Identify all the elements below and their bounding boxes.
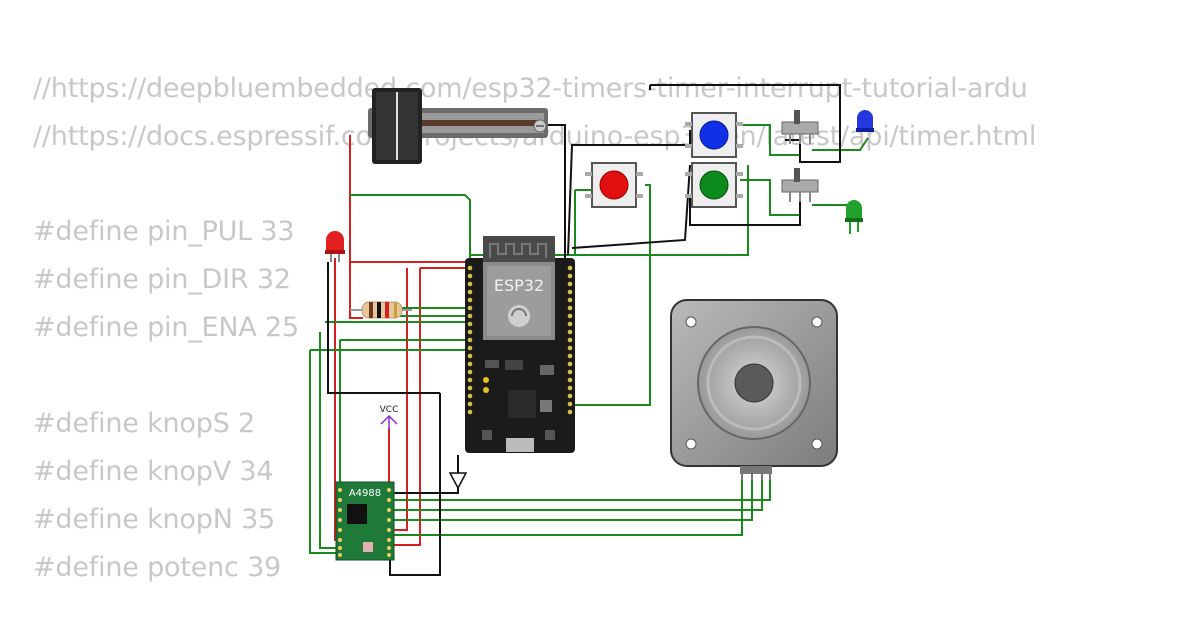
code-line-4: #define pin_PUL 33 xyxy=(33,216,295,247)
led-red xyxy=(325,231,345,262)
green-wires xyxy=(309,124,869,554)
vcc-label: VCC xyxy=(380,405,399,415)
led-blue xyxy=(856,110,874,132)
push-button-red[interactable] xyxy=(585,162,643,208)
push-button-blue[interactable] xyxy=(685,112,743,158)
esp32-right-pins[interactable] xyxy=(567,265,573,415)
stepper-motor xyxy=(670,299,838,480)
wires xyxy=(309,84,869,576)
slide-switch-1[interactable] xyxy=(781,110,819,144)
a4988-label: A4988 xyxy=(349,488,381,499)
slide-potentiometer[interactable] xyxy=(368,88,548,164)
code-line-8: #define knopS 2 xyxy=(33,408,255,439)
code-line-11: #define potenc 39 xyxy=(33,552,282,583)
code-line-5: #define pin_DIR 32 xyxy=(33,264,291,295)
esp32-board: ESP32 xyxy=(465,236,575,453)
red-wires xyxy=(334,135,468,546)
code-line-9: #define knopV 34 xyxy=(33,456,274,487)
code-line-1: //https://deepbluembedded.com/esp32-time… xyxy=(33,73,1028,104)
code-line-10: #define knopN 35 xyxy=(33,504,276,535)
resistor xyxy=(350,301,412,319)
black-wires xyxy=(327,84,841,576)
push-button-green[interactable] xyxy=(685,162,743,208)
esp32-left-pins[interactable] xyxy=(467,265,473,415)
code-line-6: #define pin_ENA 25 xyxy=(33,312,300,343)
slide-switch-2[interactable] xyxy=(781,168,819,202)
ground-symbol xyxy=(448,472,468,490)
vcc-symbol: VCC xyxy=(380,405,399,430)
a4988-driver: A4988 xyxy=(335,481,395,561)
esp32-label: ESP32 xyxy=(494,276,544,295)
led-green xyxy=(845,200,863,234)
